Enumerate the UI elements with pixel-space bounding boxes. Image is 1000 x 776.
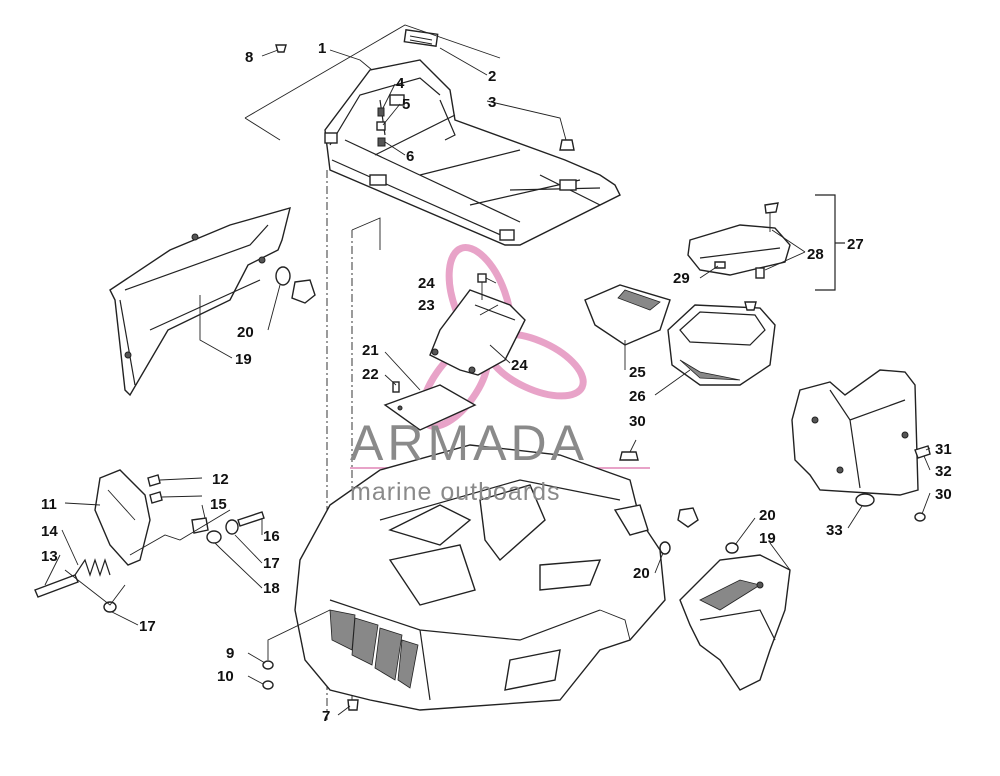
watermark-tagline: marine outboards	[350, 478, 561, 506]
label-9: 9	[226, 645, 234, 662]
watermark-brand: ARMADA	[350, 415, 588, 471]
watermark: ARMADA marine outboards	[350, 415, 588, 506]
rack-bolt-8	[275, 44, 287, 53]
fastener-10	[262, 680, 274, 690]
label-17b: 17	[139, 618, 156, 635]
fender-right-bracket	[613, 504, 649, 536]
label-20b: 20	[759, 507, 776, 524]
label-8: 8	[245, 49, 253, 66]
label-21: 21	[362, 342, 379, 359]
headlight-bezel-11	[94, 469, 151, 566]
seat-cover	[687, 224, 791, 276]
left-panel-grommet-20	[275, 266, 316, 304]
fender-nut-30	[619, 451, 639, 461]
label-3: 3	[488, 94, 496, 111]
label-4: 4	[396, 75, 405, 92]
label-30b: 30	[935, 486, 952, 503]
label-11: 11	[41, 496, 57, 513]
rack-fasteners-4-5-6	[376, 107, 386, 147]
label-7: 7	[322, 708, 330, 725]
label-14: 14	[41, 523, 58, 540]
label-30a: 30	[629, 413, 646, 430]
bolt-16	[237, 511, 265, 527]
leader-lines	[44, 47, 931, 716]
adjuster-screw-13	[34, 574, 79, 598]
label-2: 2	[488, 68, 496, 85]
label-31: 31	[935, 441, 952, 458]
bushing-18	[206, 530, 222, 544]
label-19b: 19	[759, 530, 776, 547]
pad-screw-22	[392, 381, 400, 393]
adjuster-spring-14	[74, 558, 111, 577]
right-panel-grommet-30	[914, 512, 926, 522]
right-panel-clip-33	[855, 493, 875, 507]
label-32: 32	[935, 463, 952, 480]
label-1: 1	[318, 40, 326, 57]
bushing-15	[191, 517, 209, 534]
fender-grille	[329, 609, 419, 689]
bezel-screws-12	[147, 474, 163, 504]
label-24b: 24	[511, 357, 528, 374]
label-20c: 20	[633, 565, 650, 582]
label-16: 16	[263, 528, 280, 545]
washer-17	[103, 519, 239, 613]
bracket-27	[815, 194, 836, 291]
part-labels: 1 2 3 4 5 6 7 8 9 10 12 11 13 14 15 16 1…	[41, 40, 952, 725]
label-25: 25	[629, 364, 646, 381]
center-access-panel	[429, 289, 526, 376]
right-panel-fasteners-31-32	[914, 445, 931, 459]
storage-box	[667, 301, 776, 386]
right-front-fender	[679, 554, 791, 691]
label-33: 33	[826, 522, 843, 539]
label-27: 27	[847, 236, 864, 253]
seat-screws-28	[755, 202, 779, 279]
cargo-rack	[324, 59, 621, 246]
label-24a: 24	[418, 275, 435, 292]
label-20a: 20	[237, 324, 254, 341]
storage-lid	[584, 284, 671, 346]
label-26: 26	[629, 388, 646, 405]
rack-nut-3	[559, 139, 575, 151]
rack-decal	[403, 29, 439, 47]
label-12: 12	[212, 471, 229, 488]
fender-center-tray	[388, 544, 476, 606]
floor-pad	[383, 384, 477, 431]
label-19a: 19	[235, 351, 252, 368]
right-fender-grommets-20	[659, 507, 739, 555]
label-29: 29	[673, 270, 690, 287]
label-28: 28	[807, 246, 824, 263]
label-13: 13	[41, 548, 58, 565]
label-6: 6	[406, 148, 414, 165]
label-10: 10	[217, 668, 234, 685]
fastener-9	[262, 660, 274, 670]
right-rear-panel	[791, 369, 919, 496]
label-15: 15	[210, 496, 227, 513]
label-18: 18	[263, 580, 280, 597]
label-23: 23	[418, 297, 435, 314]
label-5: 5	[402, 96, 410, 113]
fastener-7	[347, 699, 359, 711]
label-17a: 17	[263, 555, 280, 572]
label-22: 22	[362, 366, 379, 383]
